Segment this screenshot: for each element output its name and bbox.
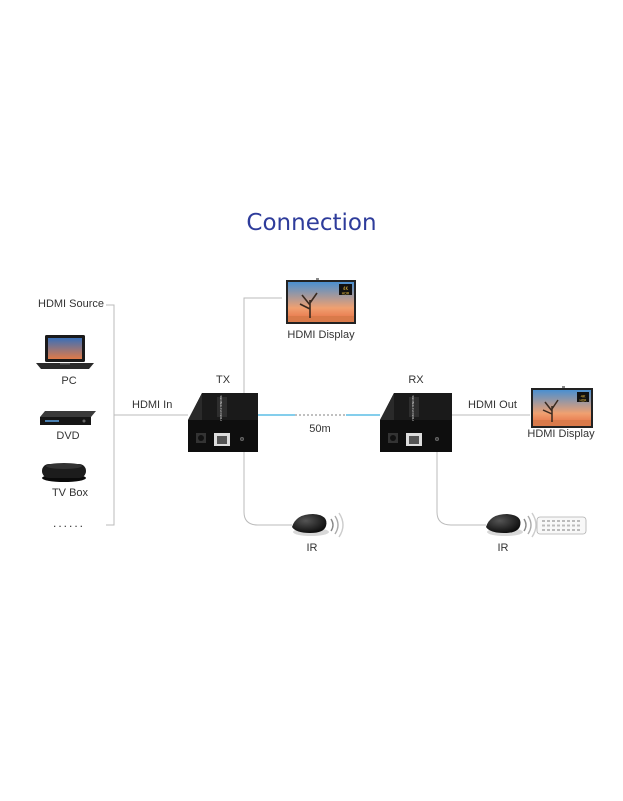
laptop-icon [36,335,94,369]
loop-display-label: HDMI Display [287,329,354,341]
hdmi-out-label: HDMI Out [468,399,517,411]
output-display-icon: 4K HDR [531,386,593,428]
tv-box-icon [42,463,86,482]
dvd-label: DVD [56,430,79,442]
loop-display-icon: 4K HDR [286,278,356,324]
output-display-label: HDMI Display [527,428,594,440]
more-sources-label: ...... [53,516,85,530]
loop-display-badge-bottom: HDR [342,292,350,296]
distance-label: 50m [309,423,330,435]
remote-control-icon [537,517,586,534]
tx-label: TX [216,374,230,386]
ir-cable-tx [244,452,292,525]
rx-extender-unit: HDMI EXTENDER [380,393,452,452]
ir-sensor-tx-icon [292,513,343,537]
hdmi-in-label: HDMI In [132,399,172,411]
tv-box-label: TV Box [52,487,88,499]
tx-extender-unit: HDMI EXTENDER [188,393,258,452]
output-display-badge-bottom: HDR [579,399,587,403]
pc-label: PC [61,375,76,387]
loop-display-badge-top: 4K [343,286,349,291]
ir-tx-label: IR [307,542,318,554]
rx-brand-text: HDMI EXTENDER [411,395,415,420]
tx-brand-text: HDMI EXTENDER [219,395,223,420]
ir-cable-rx [437,452,486,525]
source-bracket [106,305,114,525]
hdmi-source-label: HDMI Source [38,298,104,310]
dvd-player-icon [40,411,96,425]
rx-label: RX [408,374,423,386]
loop-out-line [244,298,282,393]
ir-sensor-rx-icon [486,513,536,537]
ir-rx-label: IR [498,542,509,554]
